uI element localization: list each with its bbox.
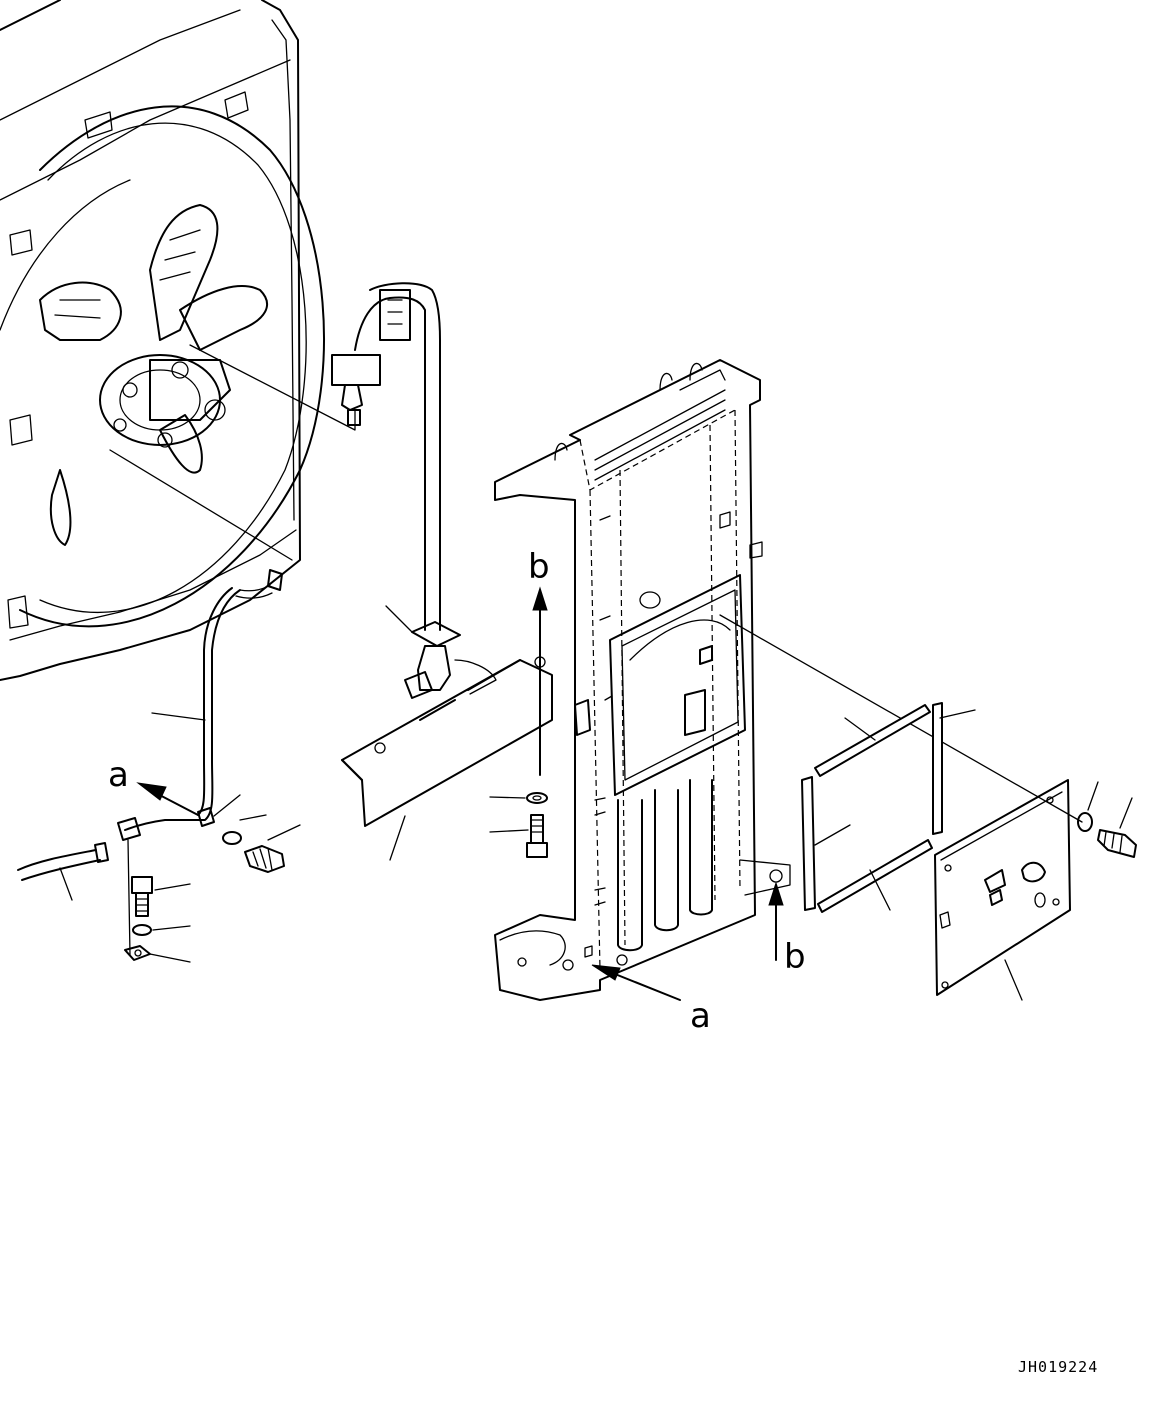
panel-washer-and-bolt [1077, 781, 1137, 858]
hose-pipe [331, 282, 441, 631]
wiring-harness [117, 569, 283, 841]
arrow-b-down [768, 881, 784, 961]
cover-bracket [341, 656, 553, 861]
arrow-a-left [136, 782, 199, 816]
sensor-cable [17, 842, 109, 901]
callout-a-left: a [108, 755, 129, 795]
arrow-b-up [532, 586, 548, 776]
arrow-a-right [591, 964, 681, 1001]
hose-clamp-plate [385, 605, 461, 699]
bolt-washer-clip [124, 839, 191, 963]
drawing-code: JH019224 [1018, 1358, 1098, 1376]
fan-shroud-assembly [0, 0, 356, 681]
inspection-cover-panel [934, 779, 1071, 1001]
radiator-frame [494, 359, 1083, 1001]
harness-washer-and-bolt [222, 814, 301, 873]
callout-b-top: b [528, 547, 550, 587]
gasket-strips [801, 702, 976, 913]
bracket-washer-and-bolt [489, 792, 548, 858]
callout-b-bottom: b [784, 937, 806, 977]
callout-a-right: a [690, 996, 711, 1036]
